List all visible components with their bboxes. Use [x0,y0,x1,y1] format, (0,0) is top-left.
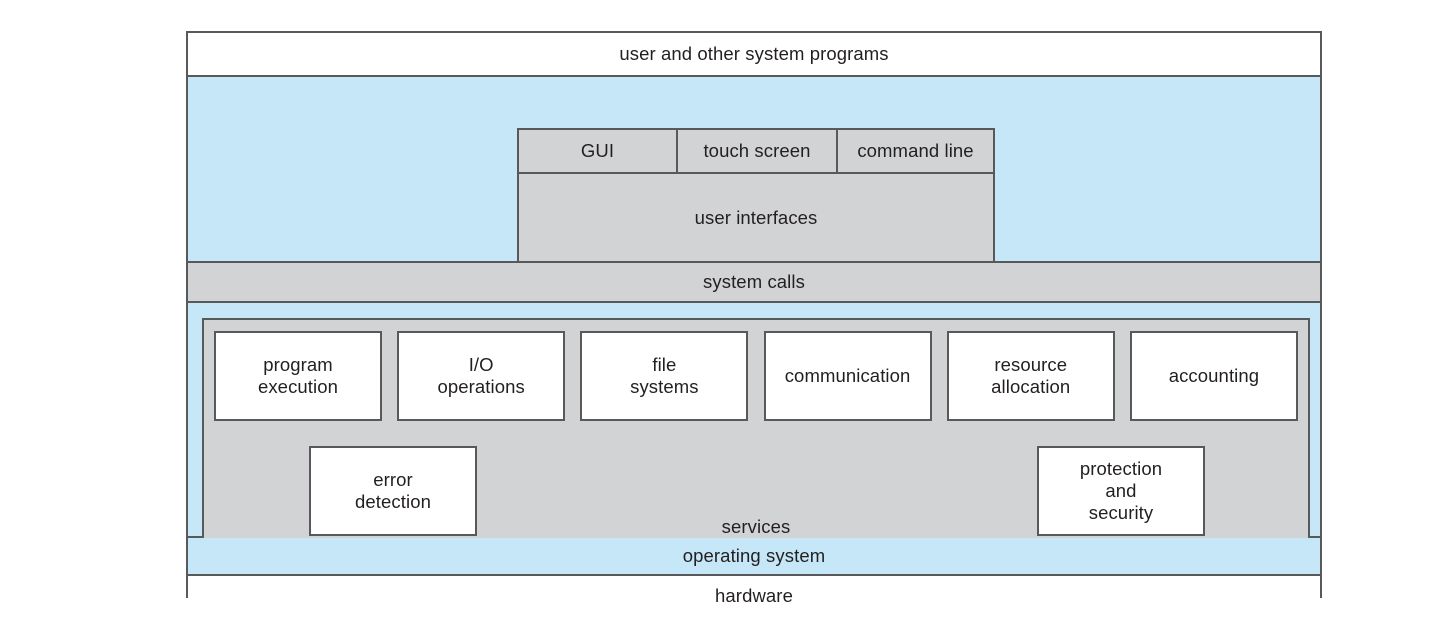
service-accounting: accounting [1129,331,1298,421]
ui-mode-gui-label: GUI [580,140,615,162]
service-accounting-label: accounting [1168,365,1260,387]
os-services-diagram: user and other system programs GUI touch… [186,31,1322,616]
service-file-systems-label: file systems [630,354,699,397]
user-interface-modes-row: GUI touch screen command line [519,130,993,174]
user-interfaces-block: GUI touch screen command line user inter… [517,128,995,263]
ui-mode-touch-screen: touch screen [678,130,838,172]
layer-user-programs: user and other system programs [188,33,1320,77]
layer-hardware: hardware [188,576,1320,616]
ui-mode-gui: GUI [519,130,678,172]
user-interfaces-caption: user interfaces [694,206,818,228]
service-protection-and-security: protection and security [1037,446,1205,536]
services-block: program execution I/O operations file sy… [202,318,1310,550]
layer-user-interface-area: GUI touch screen command line user inter… [188,77,1320,263]
service-program-execution-label: program execution [257,354,339,397]
layer-operating-system: operating system [188,538,1320,576]
service-error-detection: error detection [309,446,477,536]
service-io-operations: I/O operations [397,331,566,421]
layer-user-programs-label: user and other system programs [619,43,889,65]
ui-mode-touch-screen-label: touch screen [703,140,811,162]
service-resource-allocation: resource allocation [946,331,1115,421]
services-caption-area: services [204,516,1308,538]
services-caption: services [721,516,791,537]
service-file-systems: file systems [580,331,749,421]
layer-system-calls: system calls [188,263,1320,303]
layer-hardware-label: hardware [715,585,793,607]
layer-system-calls-label: system calls [703,271,805,293]
user-interfaces-caption-area: user interfaces [519,174,993,261]
services-row: program execution I/O operations file sy… [214,331,1298,421]
service-communication: communication [763,331,932,421]
service-error-detection-label: error detection [355,469,431,512]
ui-mode-command-line: command line [838,130,993,172]
layer-operating-system-label: operating system [682,545,826,567]
ui-mode-command-line-label: command line [857,140,974,162]
service-communication-label: communication [784,365,911,387]
service-resource-allocation-label: resource allocation [991,354,1071,397]
service-protection-and-security-label: protection and security [1079,458,1163,523]
layer-services-area: program execution I/O operations file sy… [188,303,1320,550]
service-program-execution: program execution [214,331,382,421]
service-io-operations-label: I/O operations [437,354,525,397]
